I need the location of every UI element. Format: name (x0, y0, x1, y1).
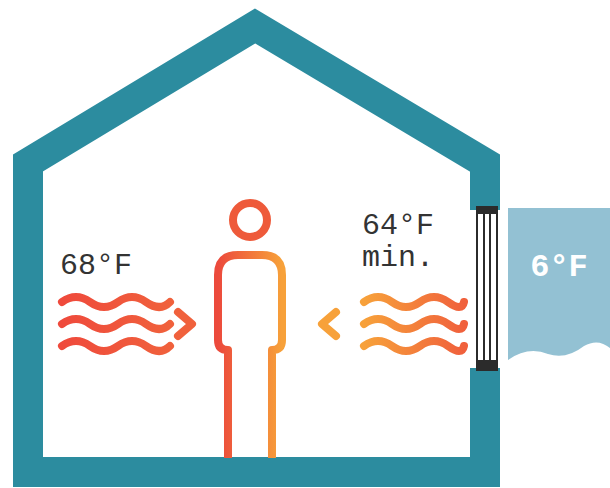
window (476, 206, 498, 370)
person-icon (218, 203, 282, 458)
house-wall (28, 26, 485, 472)
outside-air-shape (508, 208, 610, 370)
temperature-label: 6°F (508, 208, 610, 285)
outside-air-panel: 6°F (508, 208, 610, 370)
temperature-label: 64°F min. (362, 210, 462, 275)
heat-waves-right (322, 297, 464, 351)
temperature-label: 68°F (60, 250, 170, 282)
outside-air-fill (508, 208, 610, 360)
heat-waves-left (62, 297, 192, 351)
